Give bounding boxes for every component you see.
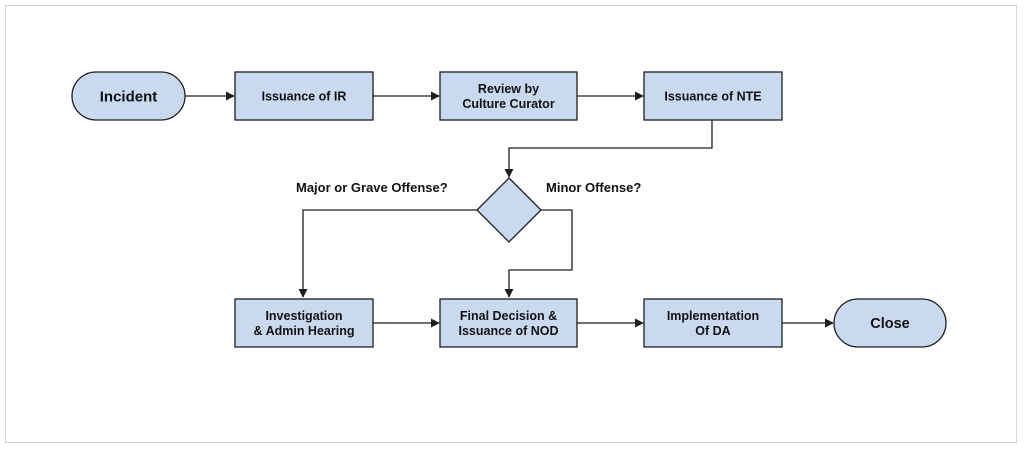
edge-decision-minor — [504, 209, 573, 298]
node-incident-label: Incident — [100, 88, 158, 105]
node-label-line: Issuance of IR — [262, 89, 347, 103]
node-label-line: Issuance of NTE — [664, 89, 761, 103]
edges — [185, 91, 834, 328]
edge-decision-major — [298, 209, 477, 298]
node-issuance-of-nte: Issuance of NTE — [643, 71, 783, 121]
node-issuance-of-nte-label: Issuance of NTE — [664, 89, 761, 103]
node-label-line: Issuance of NOD — [458, 324, 558, 338]
node-investigation-admin-hearing: Investigation& Admin Hearing — [234, 298, 374, 348]
node-final-decision-nod: Final Decision &Issuance of NOD — [439, 298, 578, 348]
node-label-line: Close — [870, 316, 910, 332]
node-label-line: Incident — [100, 88, 158, 105]
edge-label-major-offense: Major or Grave Offense? — [296, 180, 448, 195]
node-investigation-label: Investigation& Admin Hearing — [254, 309, 355, 338]
node-label-line: Implementation — [667, 309, 759, 323]
node-label-line: & Admin Hearing — [254, 324, 355, 338]
node-offense-decision — [476, 177, 542, 243]
node-label-line: Investigation — [265, 309, 342, 323]
node-close-label: Close — [870, 316, 910, 332]
node-label-line: Of DA — [695, 324, 730, 338]
node-final-decision-label: Final Decision &Issuance of NOD — [458, 309, 558, 338]
edge-label-minor-offense: Minor Offense? — [546, 180, 641, 195]
node-label-line: Final Decision & — [460, 309, 557, 323]
node-close: Close — [833, 298, 947, 348]
node-incident: Incident — [71, 71, 186, 121]
node-label-line: Review by — [478, 82, 539, 96]
node-issuance-of-ir-label: Issuance of IR — [262, 89, 347, 103]
node-label-line: Culture Curator — [462, 97, 555, 111]
edge-nte-to-decision — [504, 120, 713, 178]
node-issuance-of-ir: Issuance of IR — [234, 71, 374, 121]
